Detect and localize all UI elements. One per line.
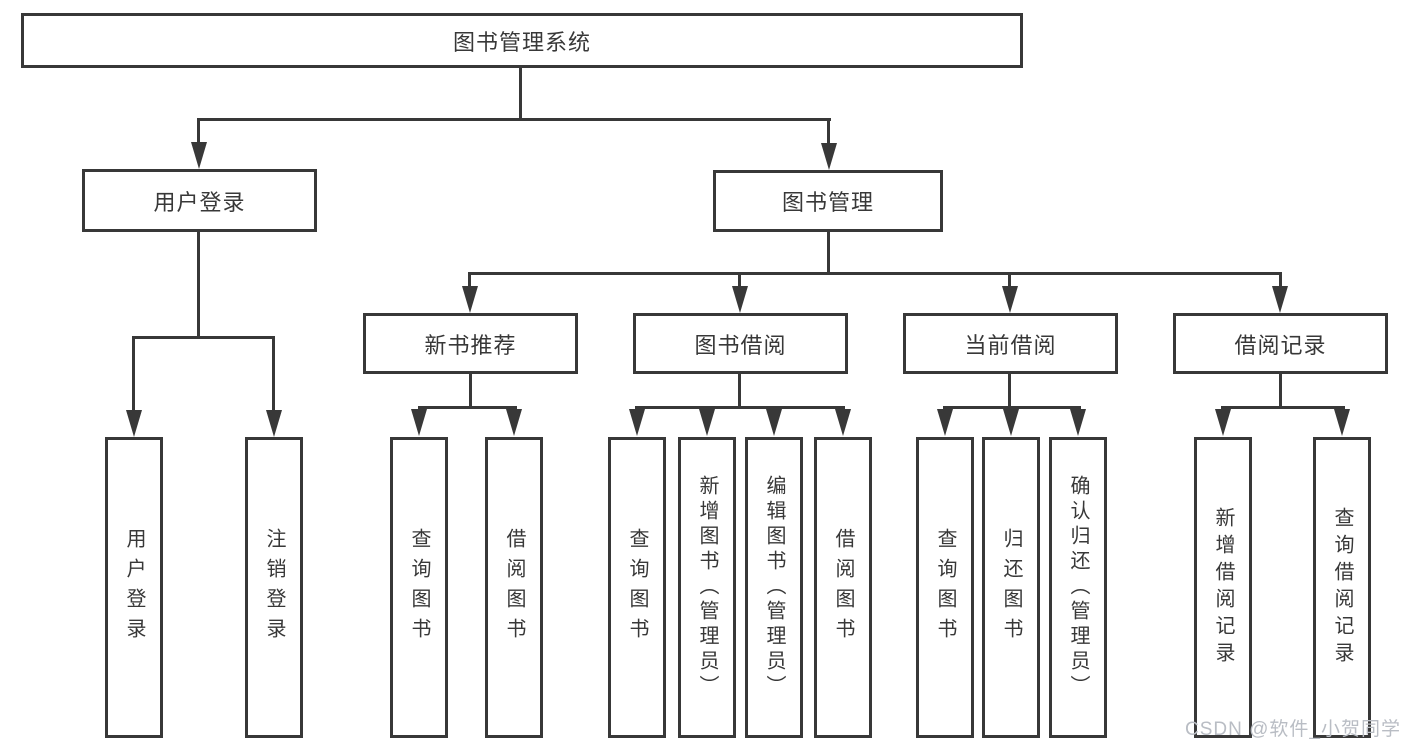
connector-line [1279,372,1282,409]
node-add-borrow-record: 新增借阅记录 [1194,437,1252,738]
node-label: 查询图书 [408,527,430,648]
node-book-borrowing: 图书借阅 [633,313,848,374]
connector-line [738,272,741,288]
node-label: 注销登录 [263,527,285,648]
connector-line [468,272,471,288]
arrow-down-icon [411,409,427,436]
node-query-books-recommend: 查询图书 [390,437,448,738]
connector-line [943,406,1081,409]
connector-line [197,118,831,121]
node-return-books: 归还图书 [982,437,1040,738]
node-book-management: 图书管理 [713,170,943,232]
arrow-down-icon [766,409,782,436]
arrow-down-icon [1272,286,1288,313]
connector-line [469,372,472,409]
arrow-down-icon [732,286,748,313]
node-query-borrow-record: 查询借阅记录 [1313,437,1371,738]
node-borrow-books-action: 借阅图书 [814,437,872,738]
node-edit-books-admin: 编辑图书（管理员） [745,437,803,738]
arrow-down-icon [1070,409,1086,436]
arrow-down-icon [266,410,282,437]
connector-line [738,372,741,409]
node-label: 查询借阅记录 [1331,506,1353,669]
arrow-down-icon [821,143,837,170]
connector-line [1221,406,1345,409]
node-current-borrowing: 当前借阅 [903,313,1118,374]
node-label: 查询图书 [626,527,648,648]
connector-line [1279,272,1282,288]
node-confirm-return-admin: 确认归还（管理员） [1049,437,1107,738]
arrow-down-icon [191,142,207,169]
node-label: 借阅图书 [503,527,525,648]
node-borrowing-records: 借阅记录 [1173,313,1388,374]
arrow-down-icon [835,409,851,436]
connector-line [635,406,845,409]
node-label: 确认归还（管理员） [1067,475,1089,700]
node-label: 用户登录 [153,189,246,215]
connector-line [132,336,135,412]
node-label: 查询图书 [934,527,956,648]
arrow-down-icon [1002,286,1018,313]
node-label: 新书推荐 [424,332,517,358]
arrow-down-icon [937,409,953,436]
node-label: 新增借阅记录 [1212,506,1234,669]
node-label: 新增图书（管理员） [696,475,718,700]
connector-line [197,230,200,339]
node-label: 借阅记录 [1234,332,1327,358]
arrow-down-icon [629,409,645,436]
connector-line [272,336,275,412]
node-user-login-action: 用户登录 [105,437,163,738]
node-query-books-current: 查询图书 [916,437,974,738]
connector-line [468,272,1282,275]
arrow-down-icon [126,410,142,437]
csdn-watermark: CSDN @软件_小贺同学 [1185,719,1401,740]
node-label: 图书管理系统 [452,29,591,55]
node-new-book-recommendation: 新书推荐 [363,313,578,374]
node-label: 图书借阅 [694,332,787,358]
node-user-login: 用户登录 [82,169,317,232]
node-label: 当前借阅 [964,332,1057,358]
arrow-down-icon [1334,409,1350,436]
node-label: 归还图书 [1000,527,1022,648]
node-label: 图书管理 [781,190,874,215]
connector-line [827,230,830,275]
node-label: 编辑图书（管理员） [763,475,785,700]
node-label: 用户登录 [123,527,145,648]
connector-line [827,118,830,146]
arrow-down-icon [699,409,715,436]
arrow-down-icon [462,286,478,313]
node-query-books-borrow: 查询图书 [608,437,666,738]
connector-line [132,336,275,339]
arrow-down-icon [1215,409,1231,436]
connector-line [1008,272,1011,288]
arrow-down-icon [506,409,522,436]
node-label: 借阅图书 [832,527,854,648]
node-logout: 注销登录 [245,437,303,738]
connector-line [519,66,522,121]
connector-line [1008,372,1011,409]
connector-line [418,406,517,409]
node-library-system: 图书管理系统 [21,13,1023,68]
node-add-books-admin: 新增图书（管理员） [678,437,736,738]
connector-line [197,118,200,146]
node-borrow-books-recommend: 借阅图书 [485,437,543,738]
arrow-down-icon [1003,409,1019,436]
